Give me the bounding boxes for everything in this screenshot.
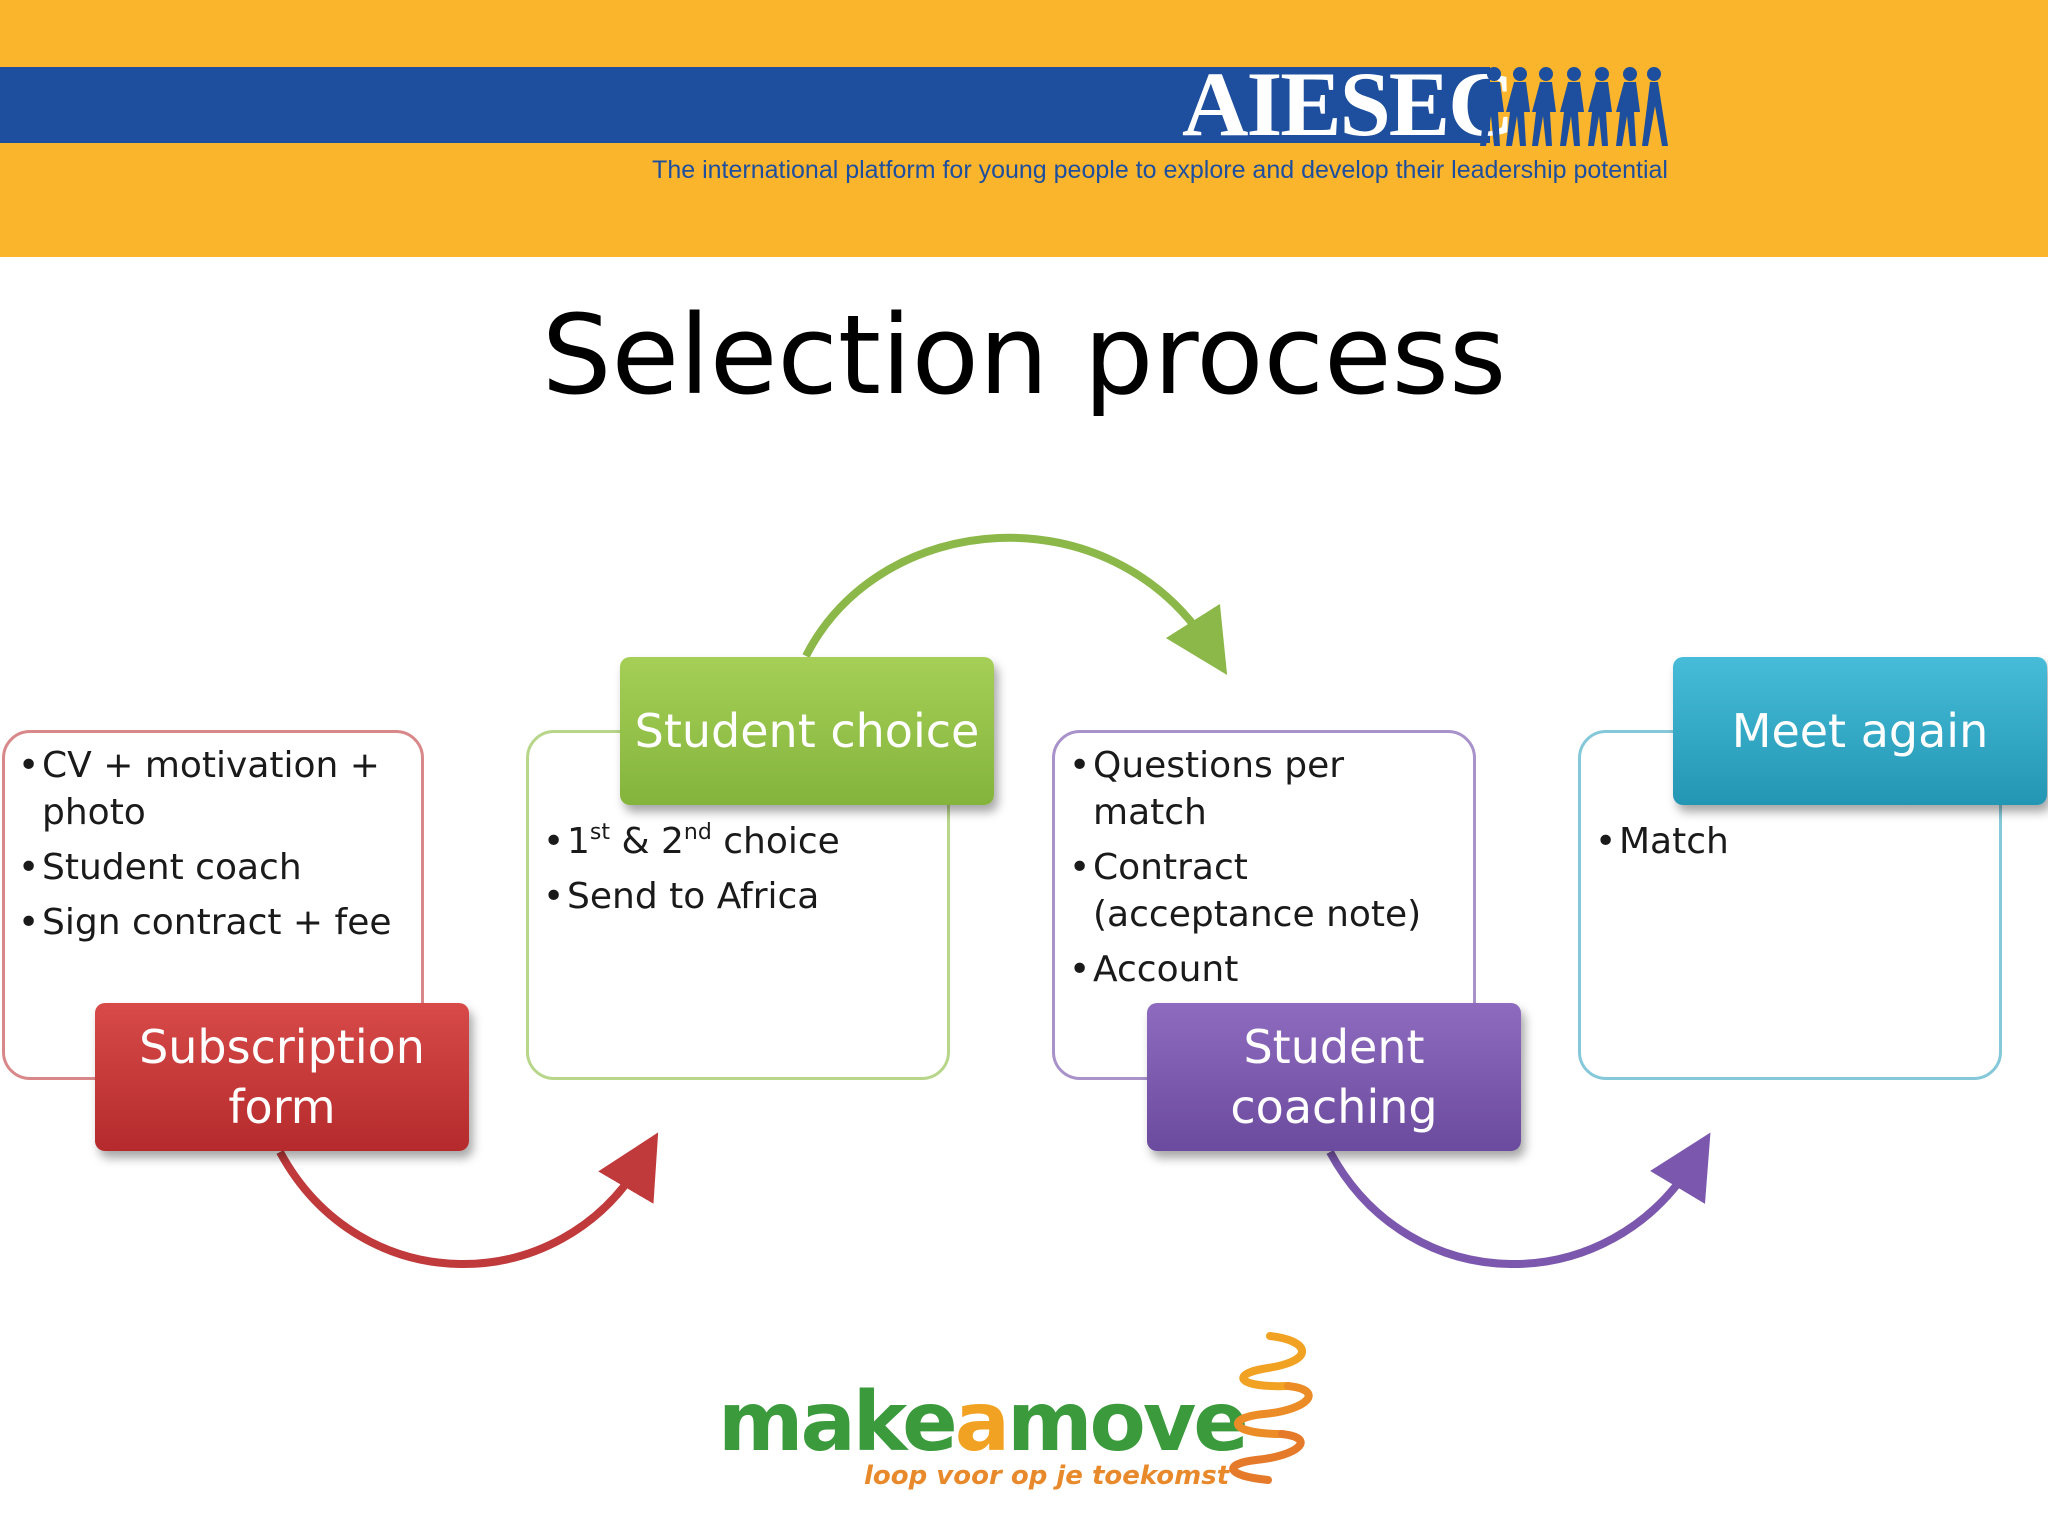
bullet-superscript: st	[589, 820, 610, 845]
bullet-item: CV + motivation + photo	[18, 742, 418, 836]
bullet-item: Send to Africa	[543, 873, 943, 920]
arrow-purple	[1326, 1132, 1711, 1268]
panel-subscription-bullets: CV + motivation + photo Student coach Si…	[18, 742, 418, 946]
stage-label: Subscription form	[139, 1020, 425, 1134]
logo-make: make	[718, 1375, 958, 1470]
arrow-green	[802, 533, 1228, 676]
stage-label: Student choice	[634, 704, 980, 758]
panel-student-choice-bullets: 1st & 2nd choice Send to Africa	[543, 818, 943, 920]
bullet-text: choice	[711, 821, 840, 862]
stage-label: Meet again	[1731, 704, 1989, 758]
makeamove-logo-subtitle: loop voor op je toekomst	[864, 1461, 1230, 1491]
walking-people-icon	[1480, 67, 1668, 146]
bullet-item: Contract (acceptance note)	[1069, 844, 1469, 938]
stage-subscription-form: Subscription form	[95, 1003, 469, 1151]
bullet-item: Match	[1595, 818, 1995, 865]
bullet-text: & 2	[610, 821, 684, 862]
stage-label: Student coaching	[1230, 1020, 1438, 1134]
bullet-superscript: nd	[683, 820, 712, 845]
bullet-item: Student coach	[18, 844, 418, 891]
panel-student-choice	[526, 730, 950, 1080]
header-blue-stripe	[0, 67, 1490, 143]
bullet-item: Sign contract + fee	[18, 899, 418, 946]
page-title: Selection process	[541, 291, 1507, 419]
swirl-icon	[1229, 1332, 1313, 1484]
panel-subscription	[2, 730, 424, 1080]
aiesec-logo-text: AIESEC	[1182, 53, 1515, 155]
arrow-red	[276, 1132, 659, 1268]
bullet-item: Account	[1069, 946, 1469, 993]
bullet-text: 1	[567, 821, 590, 862]
header-tagline: The international platform for young peo…	[652, 156, 1668, 184]
bullet-item: 1st & 2nd choice	[543, 818, 943, 865]
logo-a: a	[954, 1375, 1010, 1470]
stage-student-coaching: Student coaching	[1147, 1003, 1521, 1151]
stage-meet-again: Meet again	[1673, 657, 2047, 805]
bullet-item: Questions per match	[1069, 742, 1469, 836]
logo-move: move	[1007, 1375, 1249, 1470]
panel-student-coaching-bullets: Questions per match Contract (acceptance…	[1069, 742, 1469, 993]
panel-meet-again-bullets: Match	[1595, 818, 1995, 865]
panel-student-coaching	[1052, 730, 1476, 1080]
stage-student-choice: Student choice	[620, 657, 994, 805]
makeamove-logo-text: makeamove	[718, 1375, 1249, 1470]
panel-meet-again	[1578, 730, 2002, 1080]
